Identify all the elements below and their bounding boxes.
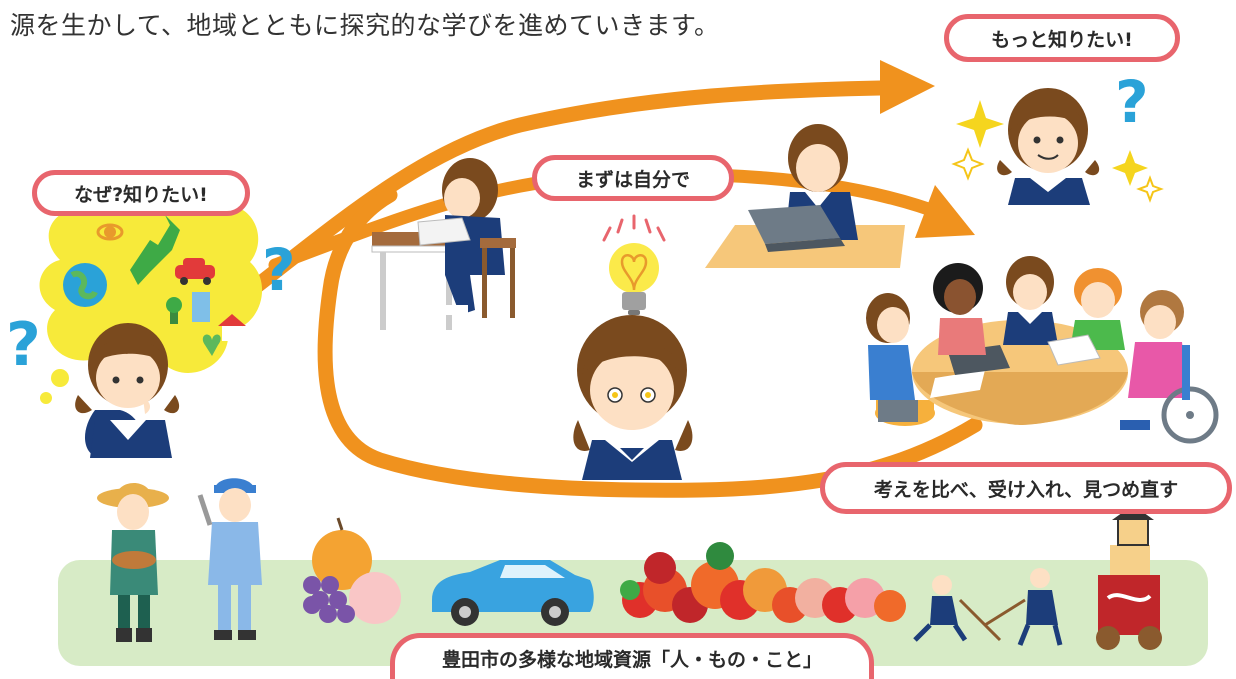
paper-icon	[930, 370, 985, 398]
apple-icon	[312, 530, 372, 590]
festival-float	[1096, 505, 1162, 650]
intro-text: 源を生かして、地域とともに探究的な学びを進めていきます。	[10, 11, 720, 40]
thought-bubble	[39, 178, 263, 404]
arrow-upper-head	[880, 60, 935, 114]
learning-cycle-arrows	[237, 80, 983, 498]
grapes-icon	[303, 576, 355, 623]
peach-icon	[349, 572, 401, 624]
sparkle-icon	[951, 147, 985, 181]
planet-icon	[96, 223, 124, 241]
label-curious: なぜ?知りたい!	[32, 170, 250, 216]
student-with-laptop	[705, 124, 905, 268]
label-compare: 考えを比べ、受け入れ、見つめ直す	[820, 462, 1232, 514]
building-icon	[192, 292, 210, 322]
question-mark-icon: ?	[6, 310, 41, 380]
wrench-icon	[197, 494, 213, 526]
car-icon	[175, 265, 215, 279]
question-mark-icon: ?	[1115, 68, 1149, 136]
group-discussion	[866, 256, 1219, 444]
inspired-student	[573, 315, 693, 480]
thought-bubble-cloud	[39, 178, 263, 384]
fruits	[303, 517, 401, 624]
thought-bubble-dot-small	[40, 392, 52, 404]
arrow-middle-head	[915, 185, 975, 238]
label-want-more: もっと知りたい!	[944, 14, 1180, 62]
sparkle-icon	[1136, 175, 1164, 203]
festival-performers	[913, 568, 1063, 646]
mechanic	[197, 478, 262, 640]
sparkle-icon	[956, 100, 1004, 148]
question-mark-icon: ?	[262, 236, 296, 304]
thought-bubble-dot-large	[51, 369, 69, 387]
sprout-icon	[202, 334, 221, 356]
japan-map-icon	[130, 215, 180, 285]
notebook-icon	[1047, 334, 1101, 366]
house-icon	[222, 325, 242, 341]
curious-student	[997, 88, 1100, 205]
sparkle-icon	[1112, 150, 1148, 186]
blue-car	[432, 560, 594, 626]
lightbulb-idea-icon	[602, 214, 666, 315]
label-self-first: まずは自分で	[532, 155, 734, 201]
tree-icon	[170, 308, 178, 324]
farmer	[97, 483, 169, 642]
label-resources: 豊田市の多様な地域資源「人・もの・こと」	[390, 633, 874, 679]
student-thinking	[75, 323, 180, 458]
arrow-upper	[237, 80, 888, 303]
autumn-foliage	[620, 542, 906, 623]
laptop-icon	[748, 205, 840, 244]
student-reading-at-desk	[371, 158, 516, 330]
